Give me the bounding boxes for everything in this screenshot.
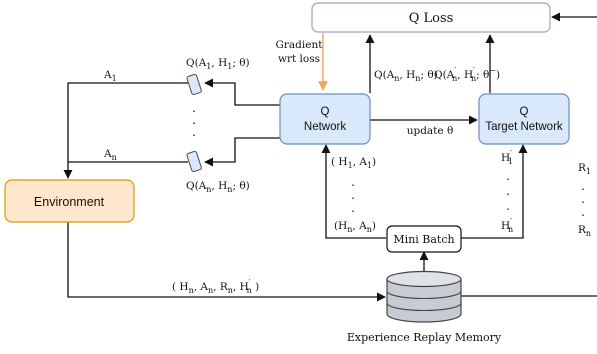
update-label: update θ: [407, 125, 454, 137]
qnet-to-a1-arrow: [204, 78, 280, 106]
q-output-label: Q(An, Hn; θ): [374, 69, 438, 83]
q-network-box: [279, 93, 371, 145]
qnet-to-an-arrow: [204, 137, 280, 167]
target-network-box: [478, 93, 570, 145]
batch-left-dot-3: .: [351, 201, 355, 215]
switch-icon-a1: [186, 73, 202, 96]
batch-to-qnet-arrow: [321, 144, 386, 239]
target-network-label-line1: Q: [520, 106, 529, 118]
target-network-node: Q Target Network: [478, 93, 570, 145]
gradient-label-line2: wrt loss: [278, 53, 320, 65]
reward-dot-3: .: [581, 205, 585, 219]
batch-left-dot-2: .: [351, 188, 355, 202]
hn-an-label: (Hn, An): [334, 220, 376, 234]
a1-to-env-arrow: [63, 82, 188, 179]
hn-prime-label: H′n: [501, 217, 513, 234]
reward-dot-1: .: [581, 179, 585, 193]
gradient-label-line1: Gradient: [276, 39, 324, 51]
q-loss-box: [311, 2, 551, 33]
target-network-label-line2: Target Network: [485, 121, 563, 133]
a1-label: A1: [103, 69, 117, 83]
switch-dot-2: .: [192, 113, 196, 127]
q-network-label-line2: Network: [304, 121, 346, 133]
mini-batch-box: [386, 225, 462, 253]
batch-to-target-arrow: [461, 144, 528, 239]
q-target-output-label: Q(A′n, H′n; θ−): [434, 66, 500, 83]
environment-node: Environment: [4, 179, 135, 223]
batch-left-dot-1: .: [351, 175, 355, 189]
batch-right-dot-3: .: [506, 199, 510, 213]
transition-tuple-label: ( Hn, An, Rn, H′n ): [172, 278, 259, 295]
q-loss-node: Q Loss: [311, 2, 551, 33]
batch-right-dot-1: .: [506, 169, 510, 183]
an-label: An: [103, 148, 117, 162]
h1-prime-label: H′1: [501, 149, 513, 166]
q-network-label-line1: Q: [321, 106, 330, 118]
switch-icon-an: [186, 150, 202, 173]
connectors: [63, 12, 597, 302]
q-network-node: Q Network: [279, 93, 371, 145]
rn-label: Rn: [578, 224, 591, 238]
mini-batch-node: Mini Batch: [386, 225, 462, 253]
q-a1-label: Q(A1, H1; θ): [186, 57, 250, 71]
memory-caption: Experience Replay Memory: [347, 331, 502, 344]
mini-batch-label: Mini Batch: [393, 233, 454, 246]
environment-label: Environment: [34, 195, 105, 209]
q-an-label: Q(An, Hn; θ): [186, 180, 250, 194]
switch-dot-3: .: [192, 125, 196, 139]
environment-box: [4, 179, 135, 223]
h1-a1-label: ( H1, A1): [331, 156, 376, 170]
q-loss-label: Q Loss: [409, 11, 454, 26]
database-icon: [386, 270, 462, 323]
batch-right-dot-2: .: [506, 184, 510, 198]
switch-dot-1: .: [192, 101, 196, 115]
reward-dot-2: .: [581, 192, 585, 206]
env-to-memory-arrow: [67, 222, 386, 302]
r1-label: R1: [578, 162, 591, 176]
